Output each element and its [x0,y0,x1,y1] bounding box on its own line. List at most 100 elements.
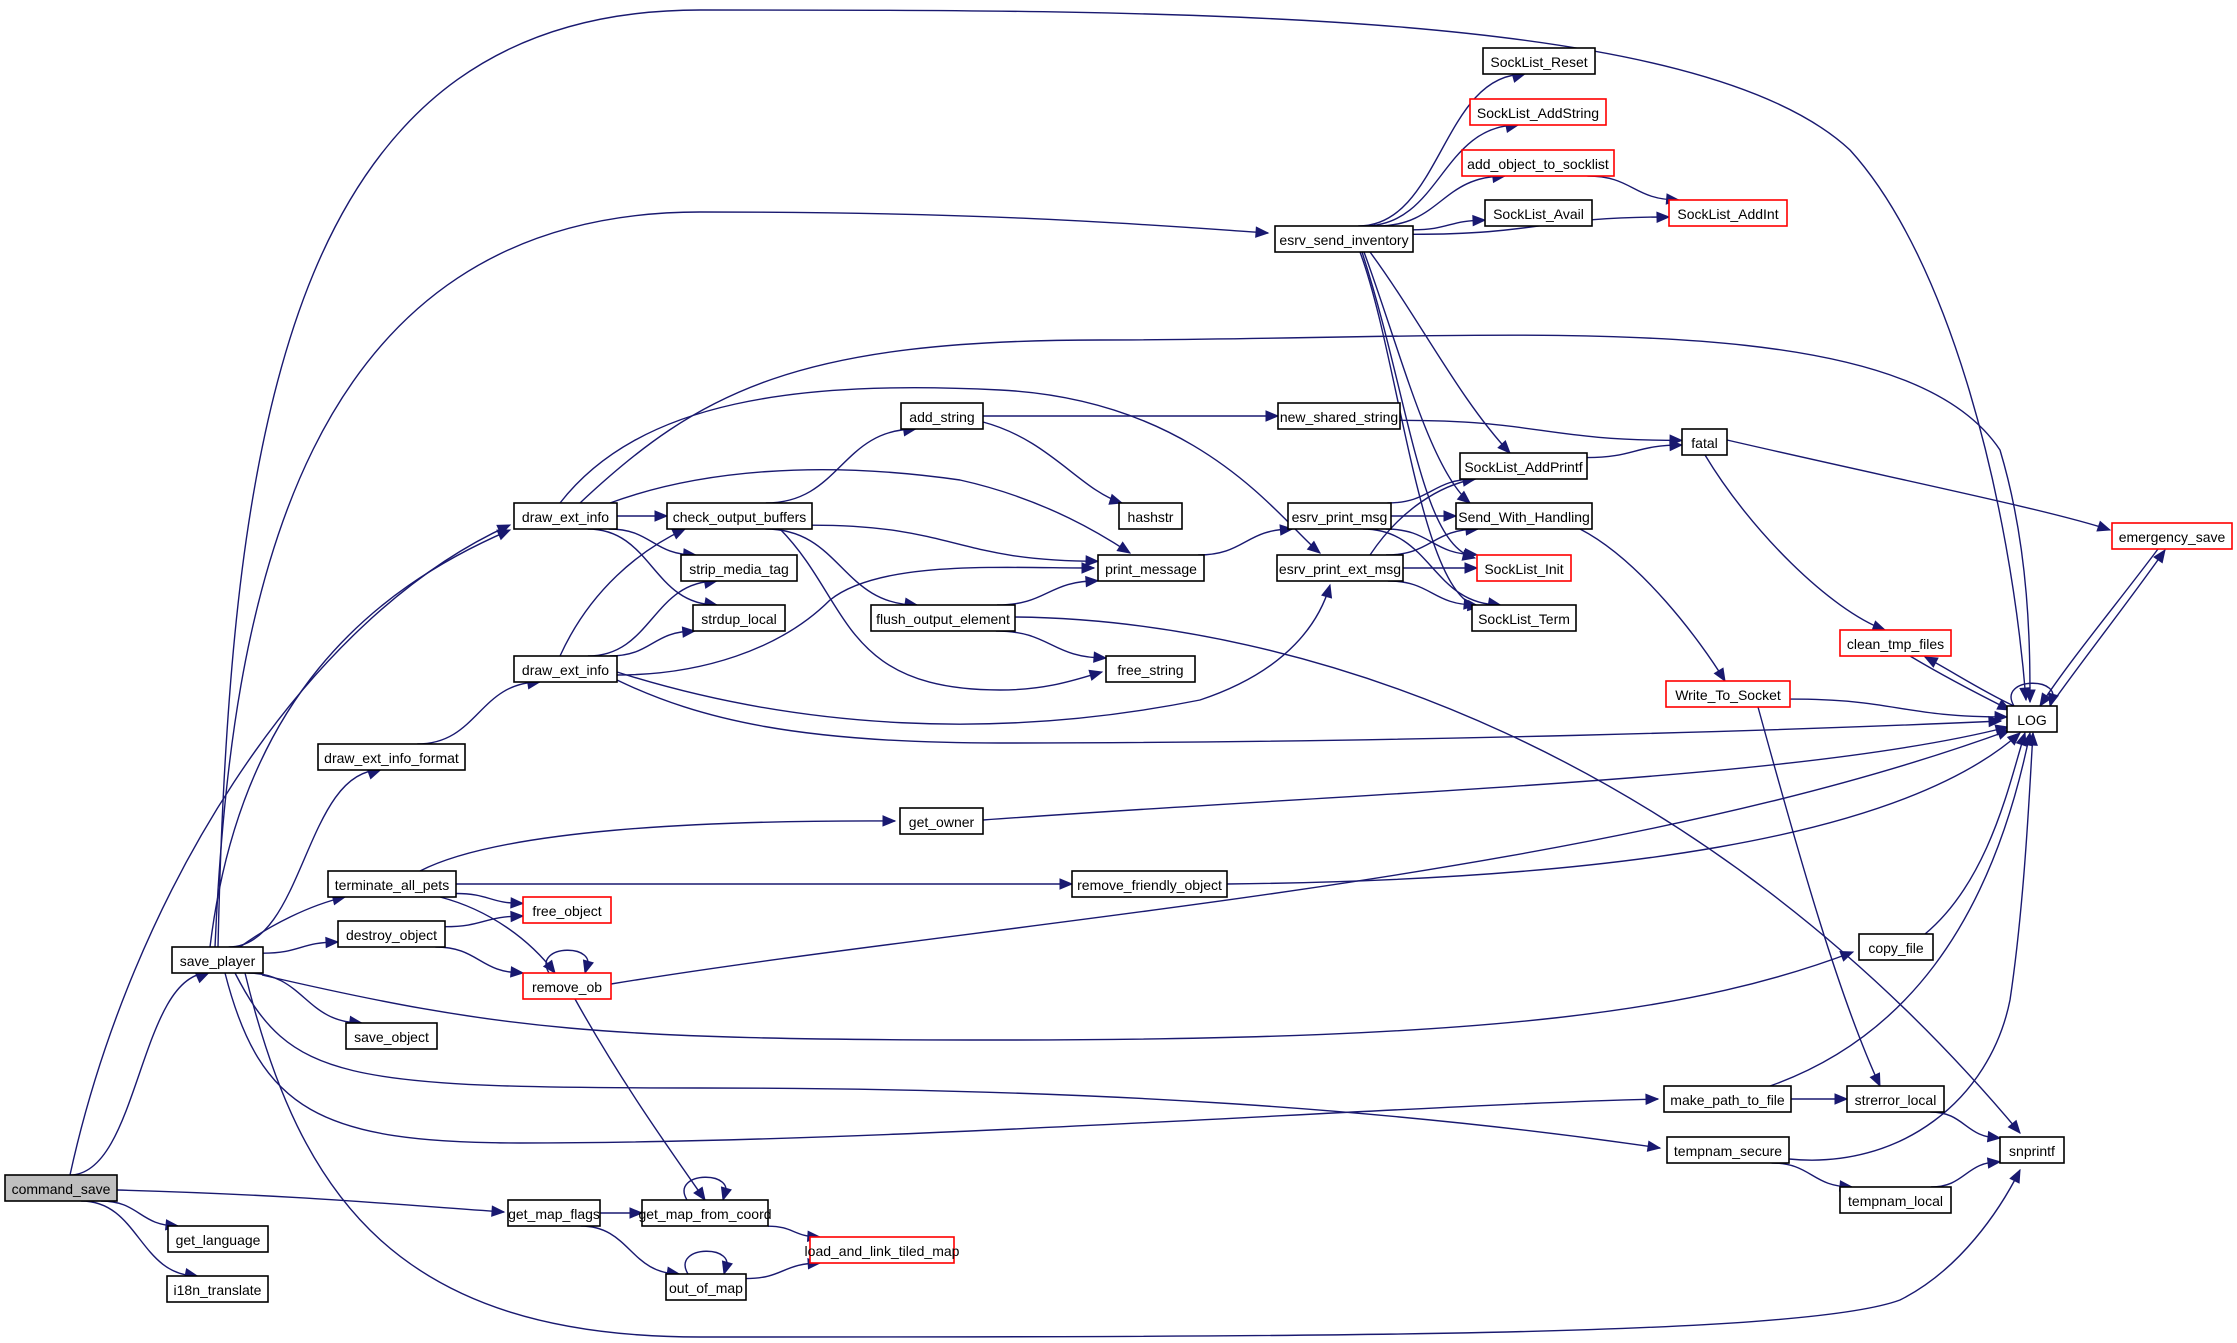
node-draw-ext-info-format[interactable]: draw_ext_info_format [317,743,466,771]
node-get-map-flags[interactable]: get_map_flags [507,1199,601,1227]
node-box[interactable] [1118,502,1183,530]
node-get-language[interactable]: get_language [167,1225,269,1253]
node-save-object[interactable]: save_object [345,1022,438,1050]
node-get-map-from-coord[interactable]: get_map_from_coord [638,1199,772,1227]
node-box[interactable] [899,807,984,835]
node-box[interactable] [870,604,1016,632]
node-socklist-term[interactable]: SockList_Term [1471,604,1577,632]
node-socklist-init[interactable]: SockList_Init [1476,554,1572,582]
node-terminate-all-pets[interactable]: terminate_all_pets [327,870,457,898]
node-box[interactable] [1097,554,1205,582]
node-box[interactable] [1668,199,1788,227]
node-copy-file[interactable]: copy_file [1858,933,1934,961]
node-box[interactable] [1471,604,1577,632]
node-clean-tmp-files[interactable]: clean_tmp_files [1839,629,1952,657]
node-esrv-print-ext-msg[interactable]: esrv_print_ext_msg [1276,554,1404,582]
node-command-save[interactable]: command_save [4,1174,118,1202]
node-box[interactable] [665,1273,747,1301]
node-box[interactable] [1461,149,1615,177]
node-get-owner[interactable]: get_owner [899,807,984,835]
node-box[interactable] [327,870,457,898]
node-box[interactable] [1476,554,1572,582]
node-box[interactable] [317,743,466,771]
node-socklist-addstring[interactable]: SockList_AddString [1469,98,1607,126]
node-box[interactable] [1482,47,1596,75]
node-send-with-handling[interactable]: Send_With_Handling [1455,502,1593,530]
node-box[interactable] [1663,1085,1792,1113]
node-box[interactable] [1459,452,1588,480]
node-box[interactable] [1846,1085,1945,1113]
node-box[interactable] [1665,680,1791,708]
node-box[interactable] [809,1236,955,1264]
node-esrv-print-msg[interactable]: esrv_print_msg [1287,502,1392,530]
node-box[interactable] [345,1022,438,1050]
node-remove-friendly-object[interactable]: remove_friendly_object [1071,870,1228,898]
node-strdup-local[interactable]: strdup_local [692,604,786,632]
node-out-of-map[interactable]: out_of_map [665,1273,747,1301]
node-strip-media-tag[interactable]: strip_media_tag [680,554,798,582]
node-box[interactable] [513,502,618,530]
node-emergency-save[interactable]: emergency_save [2111,522,2233,550]
node-box[interactable] [1274,225,1414,253]
node-free-string[interactable]: free_string [1105,655,1196,683]
node-box[interactable] [1839,1186,1952,1214]
node-load-and-link-tiled-map[interactable]: load_and_link_tiled_map [805,1236,960,1264]
node-box[interactable] [1469,98,1607,126]
node-box[interactable] [1484,199,1593,227]
node-socklist-addprintf[interactable]: SockList_AddPrintf [1459,452,1588,480]
node-box[interactable] [513,655,618,683]
node-box[interactable] [692,604,786,632]
node-box[interactable] [1277,402,1401,430]
node-draw-ext-info-a[interactable]: draw_ext_info [513,502,618,530]
node-box[interactable] [2006,705,2058,733]
node-tempnam-secure[interactable]: tempnam_secure [1666,1136,1790,1164]
node-tempnam-local[interactable]: tempnam_local [1839,1186,1952,1214]
node-box[interactable] [1858,933,1934,961]
node-hashstr[interactable]: hashstr [1118,502,1183,530]
node-box[interactable] [680,554,798,582]
node-socklist-reset[interactable]: SockList_Reset [1482,47,1596,75]
node-box[interactable] [1287,502,1392,530]
node-box[interactable] [1071,870,1228,898]
node-box[interactable] [1681,428,1728,456]
node-fatal[interactable]: fatal [1681,428,1728,456]
node-remove-ob[interactable]: remove_ob [522,972,612,1000]
node-add-string[interactable]: add_string [900,402,984,430]
node-free-object[interactable]: free_object [522,896,612,924]
node-box[interactable] [1999,1136,2065,1164]
node-box[interactable] [507,1199,601,1227]
node-box[interactable] [1666,1136,1790,1164]
node-flush-output-element[interactable]: flush_output_element [870,604,1016,632]
node-write-to-socket[interactable]: Write_To_Socket [1665,680,1791,708]
node-box[interactable] [166,1275,269,1303]
node-box[interactable] [2111,522,2233,550]
node-box[interactable] [522,972,612,1000]
node-box[interactable] [171,946,264,974]
node-box[interactable] [900,402,984,430]
node-box[interactable] [641,1199,769,1227]
node-save-player[interactable]: save_player [171,946,264,974]
node-new-shared-string[interactable]: new_shared_string [1277,402,1401,430]
node-add-object-to-socklist[interactable]: add_object_to_socklist [1461,149,1615,177]
node-box[interactable] [4,1174,118,1202]
node-socklist-addint[interactable]: SockList_AddInt [1668,199,1788,227]
node-snprintf[interactable]: snprintf [1999,1136,2065,1164]
node-box[interactable] [1105,655,1196,683]
node-box[interactable] [1839,629,1952,657]
node-i18n-translate[interactable]: i18n_translate [166,1275,269,1303]
node-strerror-local[interactable]: strerror_local [1846,1085,1945,1113]
node-print-message[interactable]: print_message [1097,554,1205,582]
node-box[interactable] [1455,502,1593,530]
node-box[interactable] [666,502,813,530]
node-draw-ext-info-b[interactable]: draw_ext_info [513,655,618,683]
node-check-output-buffers[interactable]: check_output_buffers [666,502,813,530]
node-esrv-send-inventory[interactable]: esrv_send_inventory [1274,225,1414,253]
node-make-path-to-file[interactable]: make_path_to_file [1663,1085,1792,1113]
node-socklist-avail[interactable]: SockList_Avail [1484,199,1593,227]
node-destroy-object[interactable]: destroy_object [337,920,446,948]
node-box[interactable] [522,896,612,924]
node-box[interactable] [167,1225,269,1253]
node-log[interactable]: LOG [2006,705,2058,733]
node-box[interactable] [337,920,446,948]
node-box[interactable] [1276,554,1404,582]
